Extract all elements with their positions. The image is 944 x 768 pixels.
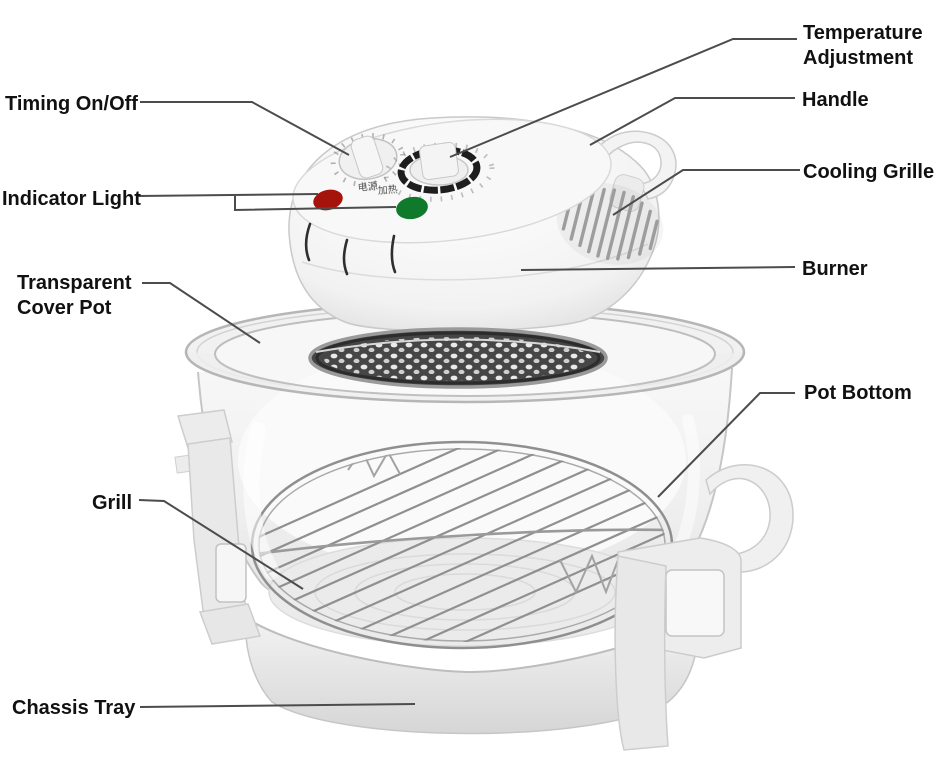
label-pot-bottom: Pot Bottom (804, 382, 912, 404)
oven-head: 电源 加热 (288, 116, 677, 389)
leader-temperature-adjustment (449, 38, 797, 158)
label-burner: Burner (802, 258, 868, 280)
pot-rim-front (184, 351, 746, 404)
label-handle: Handle (802, 89, 869, 111)
head-vent-slots (304, 222, 397, 276)
stand-left-bracket (174, 409, 262, 645)
burner-part (308, 327, 608, 389)
label-cooling-grille: Cooling Grille (803, 161, 935, 183)
temperature-knob[interactable] (383, 140, 495, 203)
leader-handle (589, 97, 795, 146)
timing-knob[interactable] (329, 130, 406, 189)
label-grill: Grill (92, 492, 133, 514)
leader-indicator-light-green (234, 196, 397, 212)
label-chassis-tray: Chassis Tray (12, 697, 136, 719)
leader-chassis-tray (139, 703, 416, 708)
leader-grill (138, 499, 304, 590)
power-indicator-light (313, 189, 343, 211)
label-transparent-cover-pot: Transparent Cover Pot (17, 272, 132, 319)
leader-pot-bottom (657, 392, 795, 498)
heat-indicator-light (396, 196, 428, 220)
stand-right-bracket (614, 464, 794, 751)
label-indicator-light: Indicator Light (2, 188, 141, 210)
leader-lines (137, 38, 800, 708)
pot-bottom-part (268, 537, 662, 647)
power-caption: 电源 (357, 179, 378, 194)
label-timing-on-off: Timing On/Off (5, 93, 138, 115)
control-panel: 电源 加热 (292, 118, 612, 244)
cooling-grille-part (556, 183, 664, 265)
leader-timing-on-off (140, 101, 350, 156)
leader-transparent-cover-pot (142, 282, 261, 344)
leader-indicator-light-red (137, 193, 319, 197)
leader-cooling-grille (612, 169, 800, 216)
leader-burner (520, 266, 796, 271)
heat-caption: 加热 (377, 183, 398, 197)
label-temperature-adjustment: Temperature Adjustment (803, 22, 923, 69)
